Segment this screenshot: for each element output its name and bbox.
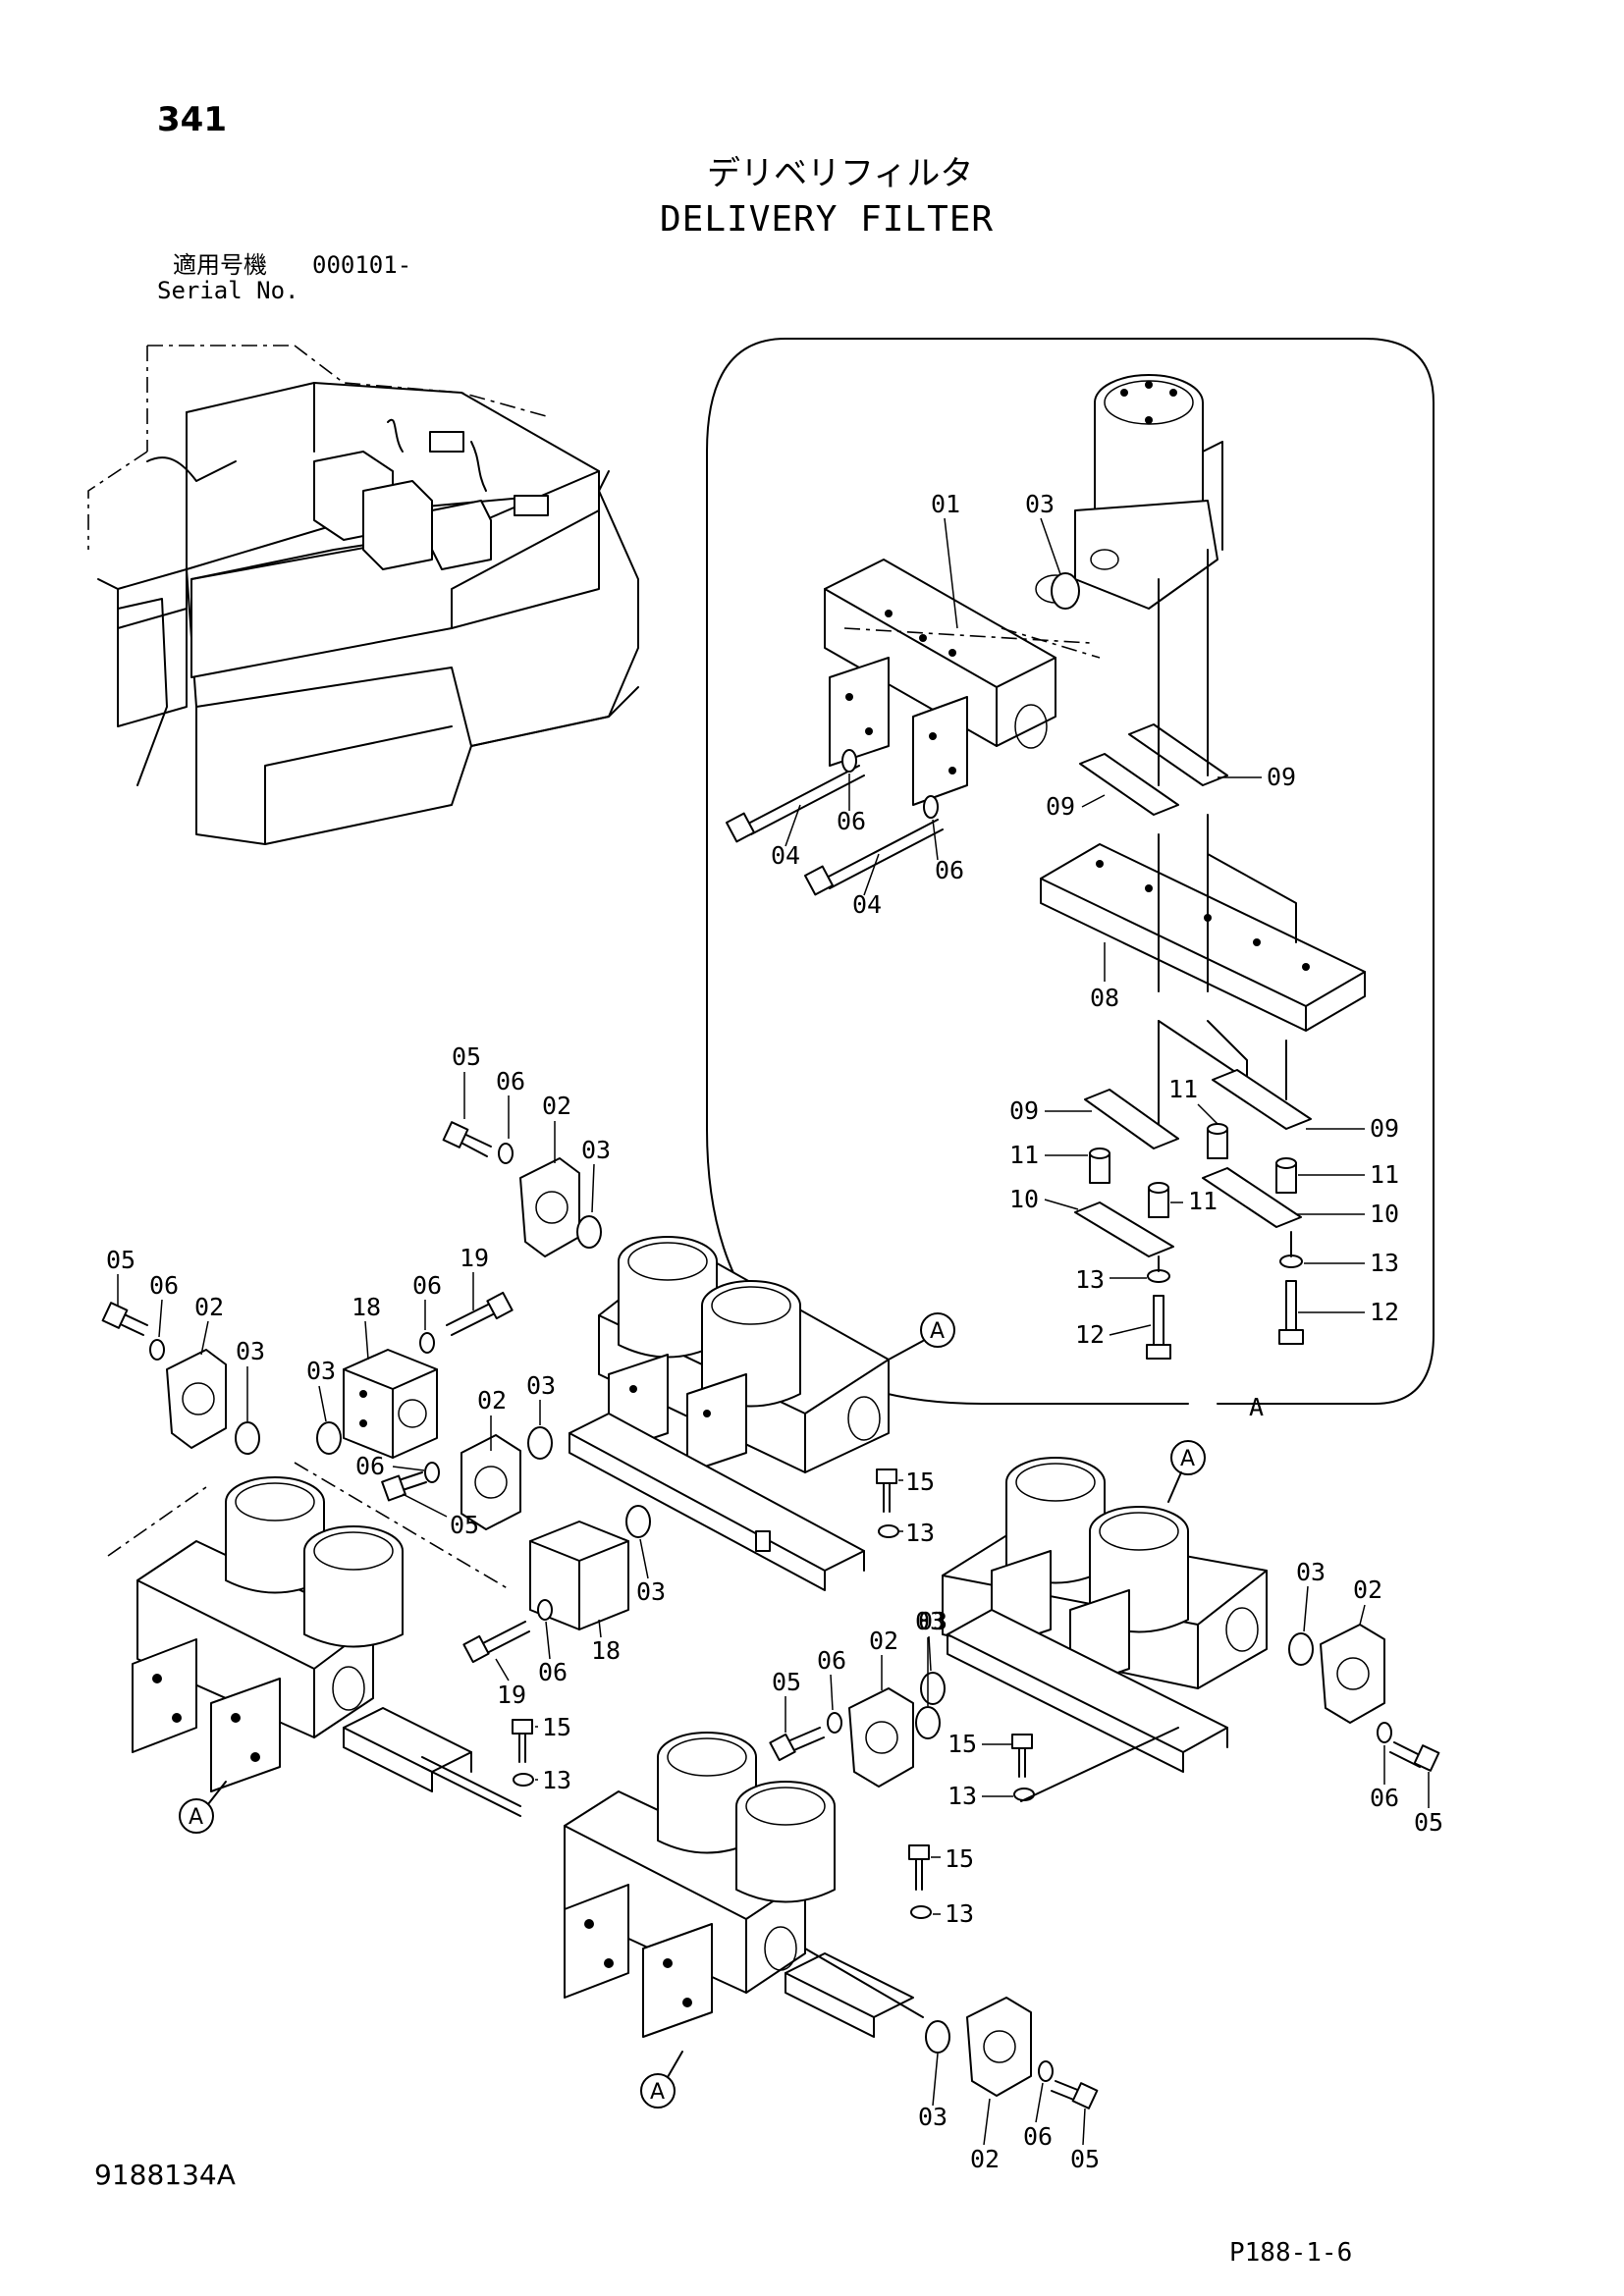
label-19: 19 bbox=[460, 1244, 489, 1272]
label-06: 06 bbox=[817, 1646, 846, 1675]
callout-a-2: A bbox=[189, 1805, 203, 1830]
label-03: 03 bbox=[1025, 490, 1055, 518]
label-03: 03 bbox=[1296, 1558, 1326, 1586]
label-11: 11 bbox=[1168, 1075, 1198, 1103]
label-11: 11 bbox=[1188, 1187, 1218, 1215]
label-10: 10 bbox=[1370, 1200, 1399, 1228]
label-03: 03 bbox=[918, 2103, 947, 2131]
callout-a-4: A bbox=[650, 2080, 665, 2105]
label-10: 10 bbox=[1009, 1185, 1039, 1213]
label-13: 13 bbox=[1370, 1249, 1399, 1277]
label-02: 02 bbox=[1353, 1575, 1382, 1604]
label-15: 15 bbox=[945, 1844, 974, 1873]
serial-value: 000101- bbox=[312, 251, 412, 279]
label-03: 03 bbox=[918, 1607, 947, 1635]
label-11: 11 bbox=[1370, 1160, 1399, 1189]
detail-view-a: A bbox=[706, 338, 1435, 1421]
label-02: 02 bbox=[477, 1386, 507, 1415]
label-06: 06 bbox=[935, 856, 964, 884]
assembly-left: A bbox=[101, 1302, 553, 1834]
title-japanese: デリベリフィルタ bbox=[707, 154, 974, 193]
callout-a-1: A bbox=[930, 1319, 945, 1344]
label-03: 03 bbox=[306, 1357, 336, 1385]
label-06: 06 bbox=[1370, 1784, 1399, 1812]
label-09: 09 bbox=[1267, 763, 1296, 791]
label-03: 03 bbox=[636, 1577, 666, 1606]
assembly-upper-middle: A bbox=[343, 1121, 955, 1630]
label-03: 03 bbox=[581, 1136, 611, 1164]
machine-overview bbox=[87, 345, 639, 845]
label-09: 09 bbox=[1370, 1114, 1399, 1143]
document-number: 9188134A bbox=[94, 2159, 236, 2191]
detail-view-label: A bbox=[1249, 1393, 1264, 1421]
page-number: 341 bbox=[157, 100, 227, 139]
label-15: 15 bbox=[947, 1730, 977, 1758]
label-06: 06 bbox=[1023, 2122, 1053, 2151]
assembly-lower-middle: A bbox=[564, 1687, 1099, 2109]
label-06: 06 bbox=[355, 1452, 385, 1480]
label-19: 19 bbox=[497, 1681, 526, 1709]
part-labels: 01 03 06 06 04 04 09 09 08 09 11 09 11 bbox=[106, 490, 1443, 2173]
label-13: 13 bbox=[905, 1519, 935, 1547]
label-06: 06 bbox=[412, 1271, 442, 1300]
label-13: 13 bbox=[945, 1899, 974, 1928]
label-06: 06 bbox=[496, 1067, 525, 1095]
label-06: 06 bbox=[538, 1658, 568, 1686]
label-13: 13 bbox=[947, 1782, 977, 1810]
title-english: DELIVERY FILTER bbox=[660, 199, 995, 240]
label-02: 02 bbox=[194, 1293, 224, 1321]
label-08: 08 bbox=[1090, 984, 1119, 1012]
label-18: 18 bbox=[591, 1636, 621, 1665]
page-code: P188-1-6 bbox=[1229, 2238, 1353, 2268]
callout-a-3: A bbox=[1180, 1447, 1195, 1471]
label-15: 15 bbox=[905, 1468, 935, 1496]
label-02: 02 bbox=[869, 1627, 898, 1655]
label-04: 04 bbox=[852, 890, 882, 919]
label-12: 12 bbox=[1370, 1298, 1399, 1326]
label-05: 05 bbox=[450, 1511, 479, 1539]
label-05: 05 bbox=[452, 1042, 481, 1071]
label-15: 15 bbox=[542, 1713, 571, 1741]
label-06: 06 bbox=[837, 807, 866, 835]
label-05: 05 bbox=[1070, 2145, 1100, 2173]
label-13: 13 bbox=[1075, 1265, 1105, 1294]
serial-label-english: Serial No. bbox=[157, 277, 299, 304]
label-03: 03 bbox=[236, 1337, 265, 1365]
label-03: 03 bbox=[915, 1607, 945, 1635]
serial-label-japanese: 適用号機 bbox=[173, 251, 267, 279]
label-06: 06 bbox=[149, 1271, 179, 1300]
label-12: 12 bbox=[1075, 1320, 1105, 1349]
label-02: 02 bbox=[542, 1092, 571, 1120]
label-09: 09 bbox=[1046, 792, 1075, 821]
label-18: 18 bbox=[352, 1293, 381, 1321]
label-03: 03 bbox=[526, 1371, 556, 1400]
label-13: 13 bbox=[542, 1766, 571, 1794]
label-09: 09 bbox=[1009, 1096, 1039, 1125]
label-05: 05 bbox=[1414, 1808, 1443, 1837]
label-11: 11 bbox=[1009, 1141, 1039, 1169]
label-02: 02 bbox=[970, 2145, 1000, 2173]
label-05: 05 bbox=[106, 1246, 135, 1274]
label-05: 05 bbox=[772, 1668, 801, 1696]
label-01: 01 bbox=[931, 490, 960, 518]
